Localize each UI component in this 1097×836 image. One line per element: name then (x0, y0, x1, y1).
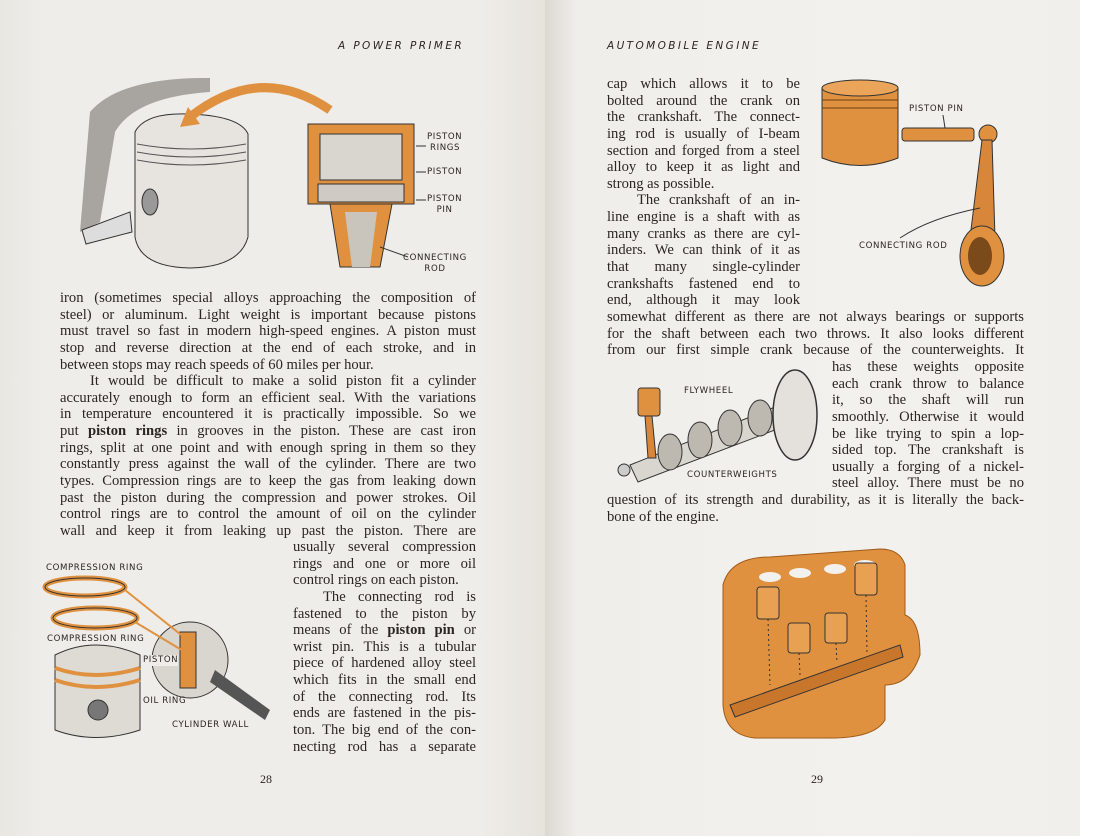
label-piston: PISTON (143, 655, 179, 666)
label-connecting-rod: CONNECTING ROD (859, 241, 948, 251)
text-line: ends are fastened in the pis- (293, 705, 476, 722)
text-line: each crank throw to balance (832, 375, 1024, 392)
text-line: strong as possible. (607, 175, 715, 192)
text-line: must travel so fast in modern high-speed… (60, 323, 476, 340)
text-line: usually several compression (293, 539, 476, 555)
text-line: fastened to the piston by (293, 605, 476, 622)
label-piston-pin: PISTON PIN (909, 104, 964, 114)
text-line: inders. We can think of it as (607, 242, 800, 259)
text-block: somewhat different as there are not alwa… (607, 309, 1024, 359)
text-block: iron (sometimes special alloys approachi… (60, 290, 476, 540)
text-line: wall and keep it from leaking up past th… (60, 522, 476, 539)
text-line: it, so the shaft will run (832, 392, 1024, 409)
label-line: ROD (424, 264, 446, 274)
text-line: ing rod is usually of I-beam (607, 125, 800, 142)
text-line: for the shaft between each two throws. I… (607, 325, 1024, 342)
piston-rings-illustration (42, 575, 270, 738)
label-piston: PISTON (427, 167, 463, 177)
text-line: the crankshaft. The connect- (607, 109, 800, 126)
text-line: The connecting rod is (323, 588, 476, 605)
text-line: many cranks as there are cyl- (607, 225, 800, 242)
label-counterweights: COUNTERWEIGHTS (687, 470, 778, 480)
running-head-left: A POWER PRIMER (338, 40, 465, 52)
text-line: control rings are to control the amount … (60, 506, 476, 523)
page-number-right: 29 (811, 772, 823, 786)
text-line: usually a forging of a nickel- (832, 458, 1024, 475)
text-line: alloy to keep it as light and (607, 159, 800, 176)
text-line: control rings on each piston. (293, 572, 459, 589)
piston-and-rod-illustration (821, 79, 1005, 287)
label-compression-ring-1: COMPRESSION RING (46, 563, 144, 573)
text-line: from our first simple crank because of t… (607, 342, 1024, 359)
text-line: ton. The big end of the con- (293, 722, 476, 739)
text-line: put piston rings in grooves in the pisto… (60, 423, 476, 440)
text-line: wrist pin. This is a tubular (293, 638, 476, 655)
text-line: of the connecting rod. Its (293, 688, 476, 705)
engine-block-illustration (722, 548, 921, 739)
label-line: CONNECTING (403, 253, 467, 263)
piston-cutaway-illustration (80, 77, 426, 269)
text-line: stop and reverse direction at the end of… (60, 339, 476, 356)
text-line: steel) or aluminum. Light weight is impo… (60, 306, 476, 323)
label-line: PISTON (427, 132, 463, 142)
text-line: past the piston during the compression a… (60, 489, 476, 506)
text-line: end, although it may look (607, 292, 800, 309)
text-line: rings, split at one point and with enoug… (60, 439, 476, 456)
text-line: question of its strength and durability,… (607, 492, 1024, 508)
text-block: question of its strength and durability,… (607, 492, 1024, 525)
label-line: RINGS (430, 143, 461, 153)
text-line: smoothly. Otherwise it would (832, 408, 1024, 425)
text-line: steel alloy. There must be no (832, 475, 1024, 492)
label-line: PIN (436, 205, 453, 215)
label-flywheel: FLYWHEEL (684, 386, 734, 396)
text-line: between stops may reach speeds of 60 mil… (60, 356, 374, 373)
text-line: crankshafts fastened end to (607, 275, 800, 292)
right-page: AUTOMOBILE ENGINE cap which allows it to… (545, 0, 1080, 836)
text-line: cap which allows it to be (607, 76, 800, 92)
text-line: The crankshaft of an in- (637, 192, 800, 209)
text-line: sided top. The crankshaft is (832, 442, 1024, 459)
text-line: line engine is a shaft with as (607, 209, 800, 226)
text-line: which fits in the small end (293, 672, 476, 689)
crankshaft-illustration (617, 369, 818, 483)
text-line: types. Compression rings are to keep the… (60, 473, 476, 490)
text-line: somewhat different as there are not alwa… (607, 309, 1024, 325)
running-head-right: AUTOMOBILE ENGINE (607, 40, 762, 52)
text-line: in temperature encountered it is practic… (60, 406, 476, 423)
bold-term: piston rings (88, 423, 168, 440)
text-line: means of the piston pin or (293, 622, 476, 639)
bold-term: piston pin (387, 622, 455, 639)
label-oil-ring: OIL RING (143, 696, 187, 706)
label-compression-ring-2: COMPRESSION RING (47, 634, 145, 644)
text-line: necting rod has a separate (293, 738, 476, 755)
text-line: iron (sometimes special alloys approachi… (60, 290, 476, 306)
page-number-left: 28 (260, 772, 272, 786)
text-line: be like trying to spin a lop- (832, 425, 1024, 442)
text-line: section and forged from a steel (607, 142, 800, 159)
text-line: It would be difficult to make a solid pi… (90, 373, 476, 390)
text-line: bolted around the crank on (607, 92, 800, 109)
text-line: bone of the engine. (607, 508, 719, 525)
text-line: accurately enough to form an efficient s… (60, 389, 476, 406)
label-cylinder-wall: CYLINDER WALL (172, 720, 249, 730)
text-line: piece of hardened alloy steel (293, 655, 476, 672)
label-line: PISTON (427, 194, 463, 204)
text-line: has these weights opposite (832, 359, 1024, 375)
text-line: constantly press against the wall of the… (60, 456, 476, 473)
text-line: that many single-cylinder (607, 259, 800, 276)
text-line: rings and one or more oil (293, 555, 476, 572)
